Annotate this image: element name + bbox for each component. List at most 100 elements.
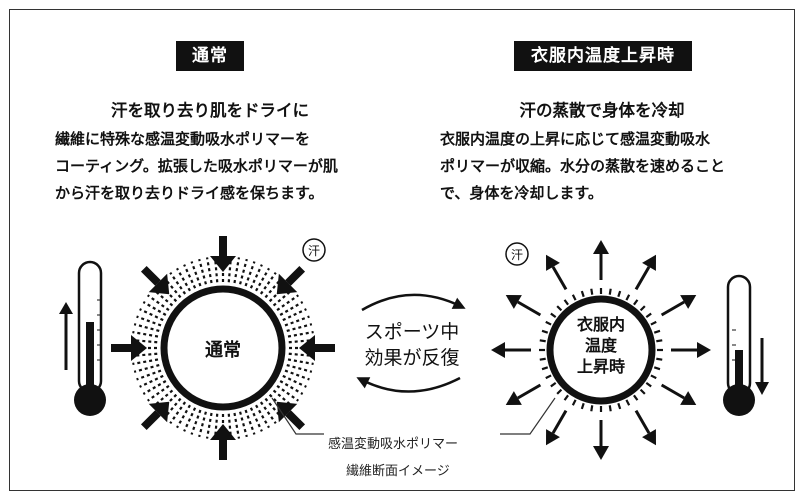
polymer-strand <box>625 294 631 301</box>
fiber-cross-section-hot <box>546 295 656 405</box>
polymer-strand <box>590 405 594 412</box>
arrow-out-shaft <box>660 300 685 317</box>
normal-description-line: コーティング。拡張した吸水ポリマーが肌 <box>55 157 338 175</box>
polymer-strand <box>139 374 164 388</box>
polymer-strand <box>645 312 652 318</box>
arrow-in-head <box>276 401 298 423</box>
normal-description-line: 繊維に特殊な感温変動吸水ポリマーを <box>55 130 311 148</box>
temp-rise-description-line: ポリマーが収縮。水分の蒸散を速めること <box>440 157 726 175</box>
polymer-strand <box>276 384 299 402</box>
normal-circle-label: 通常 <box>205 339 241 361</box>
polymer-strand <box>244 261 256 287</box>
polymer-strand <box>259 401 277 424</box>
arrow-out-head <box>642 429 656 446</box>
polymer-strand <box>650 374 657 380</box>
polymer-strand <box>183 264 197 289</box>
arrow-in-head <box>210 256 236 272</box>
polymer-strand <box>539 339 546 343</box>
polymer-strand <box>282 374 307 388</box>
polymer-strand <box>249 407 263 432</box>
arrow-out-shaft <box>634 409 651 434</box>
polymer-strand <box>550 382 557 388</box>
temp-rise-description: 衣服内温度の上昇に応じて感温変動吸水 ポリマーが収縮。水分の蒸散を速めること で… <box>440 126 780 207</box>
polymer-strand <box>625 399 631 406</box>
arrow-out-shaft <box>551 409 568 434</box>
polymer-strand <box>272 288 295 307</box>
thermometer-rising-icon <box>59 260 106 416</box>
polymer-strand <box>131 338 158 344</box>
temp-rise-subtitle: 汗の蒸散で身体を冷却 <box>519 101 685 120</box>
thermometer-falling-icon <box>723 274 769 416</box>
polymer-caption: 感温変動吸水ポリマー <box>328 437 459 452</box>
arrow-out-head <box>680 295 697 309</box>
arrow-out-shaft <box>517 300 542 317</box>
polymer-strand <box>556 388 563 395</box>
sweat-mark-left: 汗 <box>302 238 326 262</box>
polymer-strand <box>282 308 307 322</box>
polymer-strand <box>132 358 159 366</box>
temp-rise-description-line: 衣服内温度の上昇に応じて感温変動吸水 <box>440 130 711 148</box>
arrow-out-head <box>505 295 522 309</box>
arrow-out-shaft <box>551 266 568 291</box>
polymer-strand <box>639 388 646 395</box>
sweat-mark-right: 汗 <box>505 242 529 266</box>
polymer-strand <box>213 413 219 440</box>
temp-rise-tag: 衣服内温度上昇時 <box>514 41 692 71</box>
arrow-in-head <box>148 273 170 295</box>
polymer-strand <box>633 299 639 306</box>
polymer-halo-expanded <box>131 256 315 440</box>
leader-line-left <box>271 397 324 435</box>
polymer-halo-shrunk <box>539 288 663 412</box>
polymer-strand <box>656 339 663 343</box>
arrow-in-shaft <box>140 410 161 431</box>
polymer-strand <box>142 301 167 316</box>
polymer-strand <box>653 329 661 334</box>
polymer-strand <box>545 320 552 326</box>
polymer-strand <box>176 404 191 429</box>
cycle-text-line: 効果が反復 <box>364 347 459 369</box>
polymer-strand <box>276 294 299 312</box>
cycle-arrows-icon <box>356 293 466 393</box>
polymer-strand <box>131 352 158 358</box>
arrow-out-head <box>593 240 609 254</box>
arrow-out-head <box>680 391 697 405</box>
arrow-in-head <box>131 335 147 361</box>
hot-circle-label-line: 衣服内 <box>577 315 625 334</box>
polymer-strand <box>198 258 207 285</box>
polymer-strand <box>617 402 622 410</box>
polymer-strand <box>249 264 263 289</box>
normal-subtitle: 汗を取り去り肌をドライに <box>111 101 309 120</box>
polymer-strand <box>176 267 191 292</box>
polymer-strand <box>147 294 170 312</box>
arrow-in-head <box>276 273 298 295</box>
polymer-strand <box>139 308 164 322</box>
normal-description: 繊維に特殊な感温変動吸水ポリマーを コーティング。拡張した吸水ポリマーが肌 から… <box>55 126 395 207</box>
arrow-out-head <box>593 446 609 460</box>
polymer-strand <box>571 294 577 301</box>
polymer-strand <box>244 409 256 435</box>
polymer-strand <box>255 267 270 292</box>
arrow-out-icon <box>491 240 711 460</box>
polymer-strand <box>264 397 283 420</box>
polymer-strand <box>151 288 174 307</box>
polymer-strand <box>545 374 552 380</box>
polymer-strand <box>147 384 170 402</box>
arrow-in-shaft <box>285 265 306 286</box>
arrow-out-head <box>546 429 560 446</box>
arrow-out-shaft <box>660 383 685 400</box>
polymer-strand <box>239 258 248 285</box>
polymer-strand <box>190 409 202 435</box>
polymer-strand <box>264 276 283 299</box>
polymer-strand <box>227 256 233 283</box>
polymer-strand <box>653 366 661 371</box>
polymer-strand <box>136 315 162 327</box>
polymer-strand <box>639 305 646 312</box>
hot-circle-label-line: 温度 <box>584 336 618 355</box>
leader-line-right <box>500 397 556 435</box>
polymer-strand <box>233 257 241 284</box>
arrow-in-head <box>210 424 236 440</box>
arrow-out-head <box>546 254 560 271</box>
polymer-strand <box>205 412 213 439</box>
arrow-in-shaft <box>140 265 161 286</box>
polymer-strand <box>272 389 295 408</box>
